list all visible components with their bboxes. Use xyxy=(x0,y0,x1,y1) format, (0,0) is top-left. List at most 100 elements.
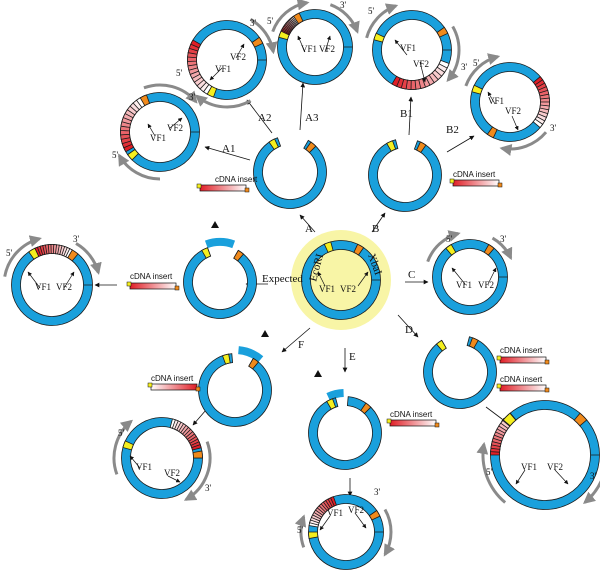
vector-e xyxy=(308,396,382,470)
xbai-site xyxy=(468,337,479,349)
primer-arrow xyxy=(297,35,306,53)
product-b1 xyxy=(365,3,461,90)
insert-segment xyxy=(190,39,202,49)
ecori-site xyxy=(326,398,337,410)
cdna-insert xyxy=(496,355,550,365)
primer-arrow xyxy=(27,271,41,289)
sequencing-read-arrow xyxy=(476,441,507,504)
insert-xbai-end xyxy=(244,187,250,193)
ring-inner xyxy=(131,427,193,489)
ecori-site xyxy=(373,32,385,43)
cut-fragment-marker xyxy=(314,370,322,377)
xbai-site xyxy=(192,450,203,459)
five-prime-label: 5' xyxy=(6,248,13,258)
sequencing-read-arrow xyxy=(583,480,600,505)
five-prime-label: 5' xyxy=(446,234,453,244)
three-prime-label: 3' xyxy=(189,92,196,102)
branch-label-e: E xyxy=(349,351,356,363)
vf2-label: VF2 xyxy=(348,505,364,515)
cdna-insert-bar xyxy=(150,383,198,391)
branch-label-a: A xyxy=(305,223,313,235)
ecori-site xyxy=(502,412,517,427)
plasmid-backbone xyxy=(490,400,600,510)
cdna-insert-bar xyxy=(499,384,547,392)
three-prime-label: 3' xyxy=(73,234,80,244)
ring-inner xyxy=(263,145,317,199)
plasmid-backbone xyxy=(198,353,272,427)
insert-ecori-end xyxy=(126,281,132,287)
flow-arrow xyxy=(397,314,419,338)
sequencing-read-arrow xyxy=(294,514,307,548)
three-prime-label: 3' xyxy=(374,487,381,497)
cdna-insert-label: cDNA insert xyxy=(390,410,433,419)
plasmid-backbone xyxy=(423,336,497,409)
ring-inner xyxy=(442,249,498,305)
flow-arrow xyxy=(204,145,251,161)
three-prime-label: 3' xyxy=(205,483,212,493)
cdna-insert-bar xyxy=(199,184,247,192)
three-prime-label: 3' xyxy=(500,234,507,244)
insert-segment xyxy=(391,75,401,87)
vf1-label: VF1 xyxy=(400,43,416,53)
product-e xyxy=(294,494,395,570)
cdna-insert-bar xyxy=(452,179,500,187)
insert-segment xyxy=(532,118,544,129)
product-b2 xyxy=(464,53,550,156)
plasmid-backbone xyxy=(308,494,384,570)
plasmid-backbone xyxy=(277,9,353,85)
vector-expected xyxy=(183,247,257,319)
product-expected xyxy=(3,235,102,326)
flow-arrow xyxy=(485,406,507,423)
vf2-label: VF2 xyxy=(167,123,183,133)
flow-arrow xyxy=(371,212,386,233)
three-prime-label: 3' xyxy=(461,62,468,72)
vf1-label: VF1 xyxy=(319,284,335,294)
xbai-site xyxy=(139,94,151,107)
insert-ecori-end xyxy=(147,382,153,388)
branch-label-b1: B1 xyxy=(400,108,413,120)
insert-xbai-end xyxy=(544,387,550,393)
xbai-site xyxy=(368,509,381,521)
flow-arrow xyxy=(408,96,414,136)
plasmids-layer xyxy=(3,0,600,570)
sequencing-read-arrow xyxy=(194,94,252,109)
branch-label-a1: A1 xyxy=(222,143,235,155)
vf1-label: VF1 xyxy=(456,280,472,290)
ecori-site xyxy=(471,84,483,95)
five-prime-label: 5' xyxy=(368,6,375,16)
ring-inner xyxy=(21,254,83,316)
branch-label-f: F xyxy=(298,339,304,351)
arrows-layer xyxy=(94,82,507,497)
plasmid-backbone xyxy=(432,239,508,315)
ecori-site xyxy=(445,243,457,256)
product-a3 xyxy=(271,0,360,85)
text-layer: EcoRI XbaI A A1 A2 A3 B B1 B2 C D E F Ex… xyxy=(6,0,597,535)
excised-fragment xyxy=(326,389,344,401)
sequencing-read-arrow xyxy=(329,3,360,34)
primer-arrow xyxy=(147,123,156,137)
plasmid-backbone xyxy=(11,244,93,326)
five-prime-label: 5' xyxy=(486,467,493,477)
cdna-insert-label: cDNA insert xyxy=(453,170,496,179)
five-prime-label: 5' xyxy=(297,525,304,535)
ring-inner xyxy=(433,345,487,399)
primer-arrow xyxy=(487,267,497,285)
product-f xyxy=(112,417,212,501)
xbai-site xyxy=(573,412,588,427)
vector-a xyxy=(253,137,327,209)
product-c xyxy=(426,230,513,315)
cdna-insert xyxy=(449,178,503,188)
insert-xbai-end xyxy=(434,422,440,428)
plasmid-backbone xyxy=(120,92,200,172)
cdna-insert xyxy=(386,418,440,428)
ring-inner xyxy=(193,255,247,309)
sequencing-read-arrow xyxy=(499,131,548,156)
cdna-insert-label: cDNA insert xyxy=(151,374,194,383)
vf2-label: VF2 xyxy=(230,52,246,62)
xbai-site xyxy=(360,402,372,415)
sequencing-read-arrow xyxy=(365,3,399,39)
three-prime-label: 3' xyxy=(250,18,257,28)
inserts-layer xyxy=(126,178,550,428)
three-prime-label: 3' xyxy=(340,0,347,10)
flow-arrow xyxy=(446,135,475,153)
